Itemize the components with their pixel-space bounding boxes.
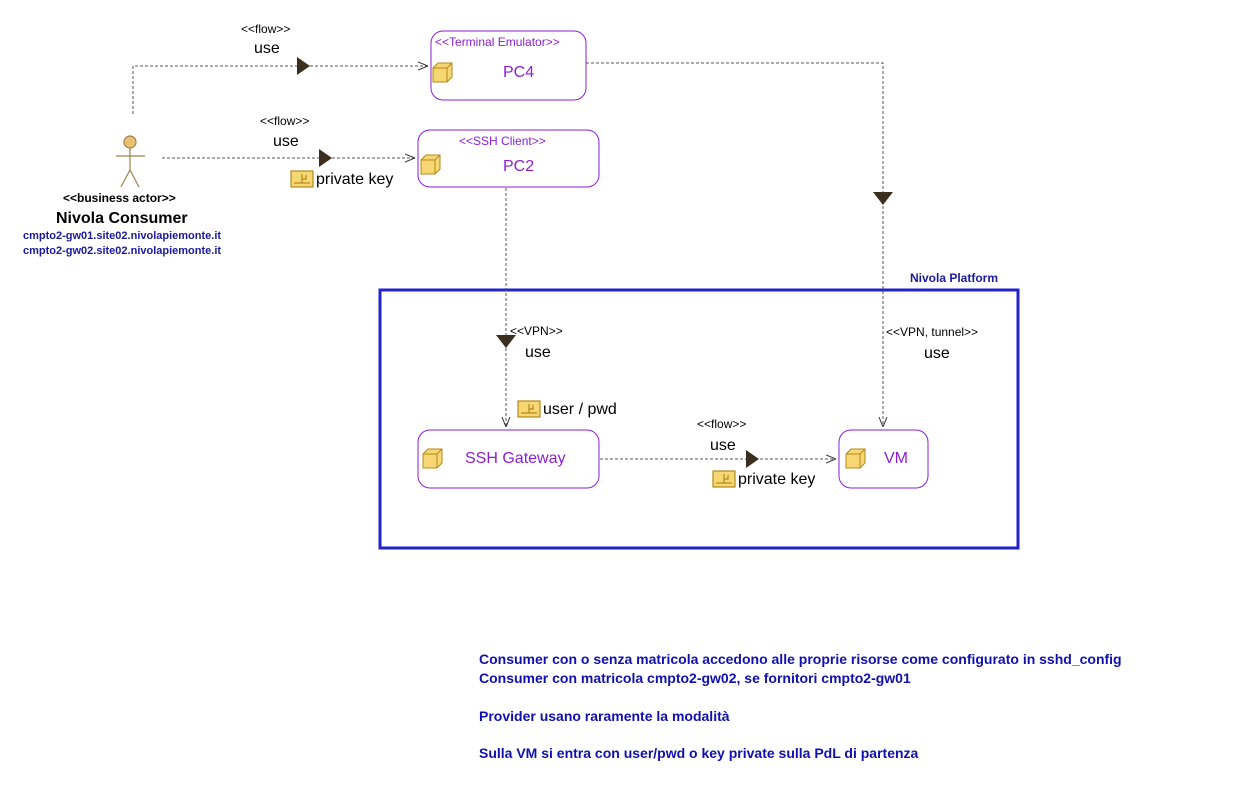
actor-icon[interactable]	[116, 135, 145, 188]
actor-host: cmpto2-gw01.site02.nivolapiemonte.it	[23, 230, 222, 242]
pc2-name: PC2	[503, 158, 535, 175]
note-line: Sulla VM si entra con user/pwd o key pri…	[479, 745, 919, 761]
connector-actor-pc2-label: use	[273, 133, 299, 150]
connector-gateway-vm-stereotype: <<flow>>	[697, 417, 747, 431]
connector-actor-pc4-stereotype: <<flow>>	[241, 22, 291, 36]
connector-actor-pc4-label: use	[254, 40, 280, 57]
connector-pc2-gateway-stereotype: <<VPN>>	[510, 324, 563, 338]
connector-actor-pc4[interactable]	[132, 66, 428, 114]
artifact-icon	[290, 170, 314, 188]
connector-pc4-vm[interactable]	[586, 62, 883, 427]
flow-arrow-gateway-vm	[746, 450, 759, 468]
flow-arrow-actor-pc2	[319, 149, 332, 167]
note-line: Consumer con matricola cmpto2-gw02, se f…	[479, 670, 911, 686]
node-icon	[422, 448, 443, 469]
vm-node[interactable]	[838, 429, 929, 489]
connector-pc4-vm-stereotype: <<VPN, tunnel>>	[886, 325, 979, 339]
flow-arrow-actor-pc4	[297, 57, 310, 75]
actor-name: Nivola Consumer	[56, 210, 188, 227]
actor-host: cmpto2-gw02.site02.nivolapiemonte.it	[23, 245, 222, 257]
artifact-icon	[712, 470, 736, 488]
artifact-user-pwd-label: user / pwd	[543, 401, 617, 418]
actor-stereotype: <<business actor>>	[63, 191, 176, 205]
connector-gateway-vm-label: use	[710, 437, 736, 454]
pc2-stereotype: <<SSH Client>>	[459, 134, 546, 148]
flow-arrow-pc4-vm	[873, 192, 893, 205]
platform-label: Nivola Platform	[910, 271, 999, 285]
pc4-name: PC4	[503, 64, 535, 81]
artifact-icon	[517, 400, 541, 418]
note-line: Consumer con o senza matricola accedono …	[479, 651, 1122, 667]
vm-name: VM	[884, 450, 908, 467]
note-line: Provider usano raramente la modalità	[479, 708, 730, 724]
connector-pc2-gateway-label: use	[525, 344, 551, 361]
ssh-gateway-name: SSH Gateway	[465, 450, 566, 467]
pc4-stereotype: <<Terminal Emulator>>	[435, 35, 560, 49]
artifact-private-key-label: private key	[738, 471, 816, 488]
flow-arrow-pc2-gateway	[496, 335, 516, 348]
nivola-platform-frame[interactable]	[378, 288, 1020, 550]
node-icon	[420, 154, 441, 175]
ssh-gateway-node[interactable]	[417, 429, 600, 489]
pc2-node[interactable]	[417, 129, 600, 188]
artifact-private-key-label: private key	[316, 171, 394, 188]
node-icon	[845, 448, 866, 469]
node-icon	[432, 62, 453, 83]
connector-actor-pc2-stereotype: <<flow>>	[260, 114, 310, 128]
connector-pc4-vm-label: use	[924, 345, 950, 362]
pc4-node[interactable]	[430, 30, 587, 101]
